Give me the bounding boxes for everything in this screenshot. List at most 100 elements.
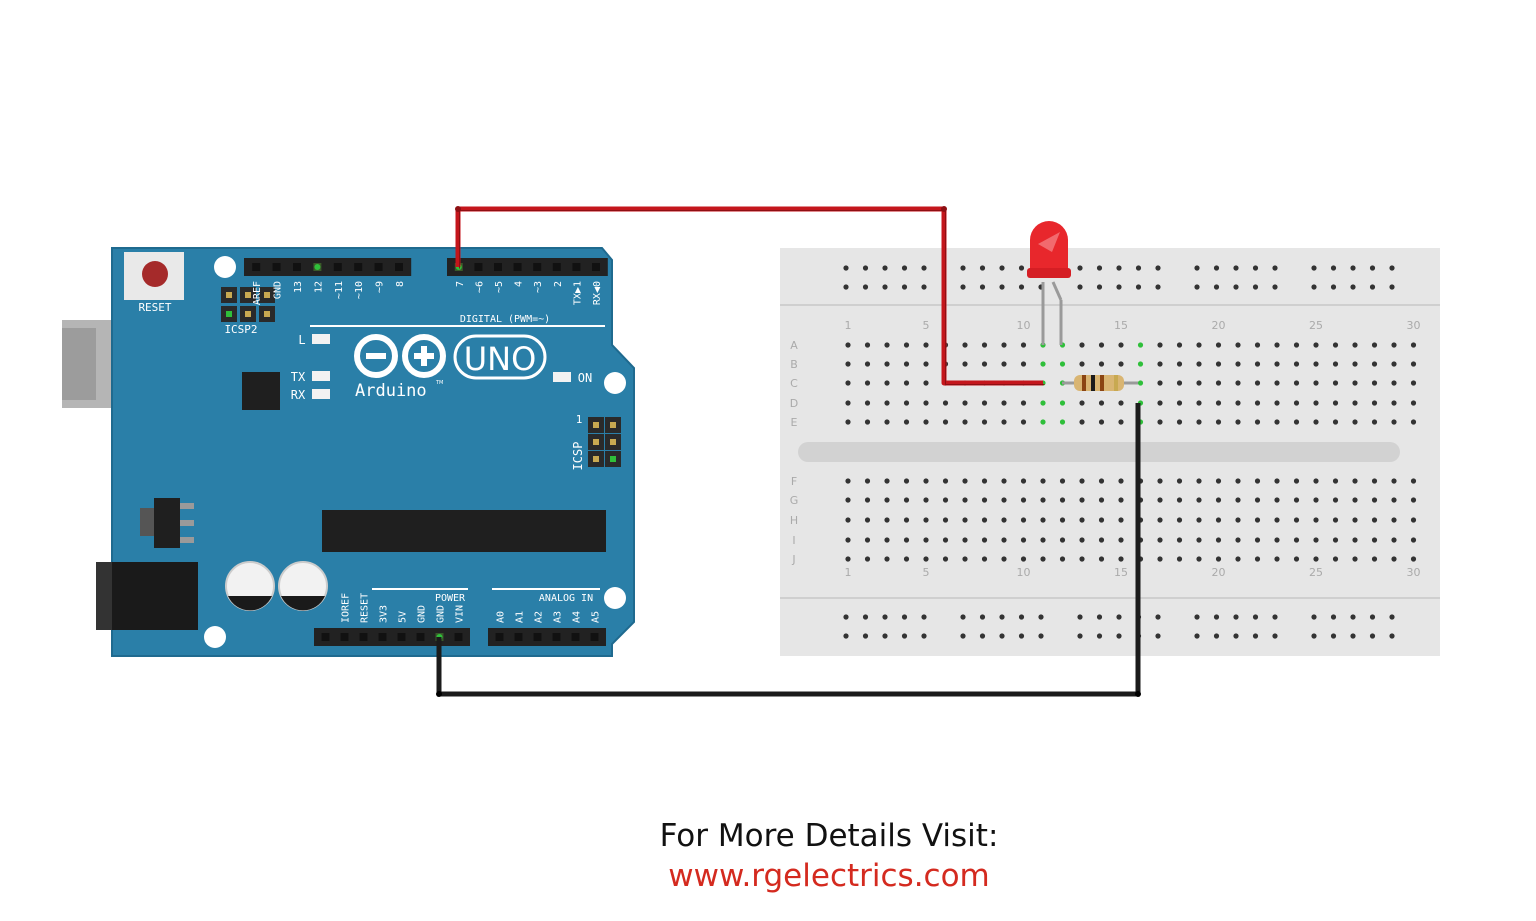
breadboard-hole bbox=[1293, 497, 1300, 503]
reset-button-cap[interactable] bbox=[142, 261, 168, 287]
resistor-body bbox=[1074, 375, 1124, 391]
breadboard-hole bbox=[1274, 419, 1280, 425]
header-pin[interactable] bbox=[252, 263, 261, 271]
breadboard-hole bbox=[1371, 419, 1378, 425]
breadboard-hole bbox=[942, 478, 949, 484]
row-label: F bbox=[791, 475, 797, 488]
rail-hole bbox=[1369, 633, 1376, 639]
icsp-pin[interactable] bbox=[593, 439, 599, 445]
breadboard-hole bbox=[981, 361, 988, 367]
breadboard-hole bbox=[1235, 342, 1241, 348]
usb-chip bbox=[242, 372, 280, 410]
breadboard-hole bbox=[942, 497, 949, 503]
header-pin[interactable] bbox=[474, 263, 483, 271]
breadboard-hole bbox=[942, 537, 949, 543]
header-pin[interactable] bbox=[552, 263, 561, 271]
header-pin[interactable] bbox=[513, 263, 522, 271]
breadboard-hole bbox=[1137, 342, 1144, 348]
header-pin[interactable] bbox=[378, 633, 387, 641]
board-pcb bbox=[111, 247, 635, 657]
header-pin[interactable] bbox=[533, 263, 542, 271]
icsp-pin[interactable] bbox=[610, 422, 616, 428]
header-pin[interactable] bbox=[354, 263, 363, 271]
rail-hole bbox=[882, 284, 888, 290]
header-pin[interactable] bbox=[293, 263, 301, 271]
breadboard-hole bbox=[1410, 556, 1417, 562]
breadboard-hole bbox=[903, 478, 910, 484]
header-pin[interactable] bbox=[494, 263, 502, 271]
regulator-pin bbox=[180, 537, 194, 543]
rail-hole bbox=[1077, 284, 1083, 290]
rail-hole bbox=[960, 614, 966, 620]
rail-hole bbox=[901, 633, 908, 639]
breadboard-hole bbox=[1040, 497, 1046, 503]
breadboard-hole bbox=[845, 342, 851, 348]
header-pin[interactable] bbox=[416, 633, 425, 641]
led-flange bbox=[1027, 268, 1071, 278]
rail-hole bbox=[1350, 284, 1356, 290]
icsp-pin[interactable] bbox=[245, 311, 251, 317]
logo-minus bbox=[366, 353, 386, 359]
breadboard-hole bbox=[1410, 361, 1417, 367]
breadboard-hole bbox=[1391, 537, 1397, 543]
breadboard-hole bbox=[1215, 380, 1222, 386]
footer-website-link[interactable]: www.rgelectrics.com bbox=[668, 858, 990, 894]
rail-hole bbox=[1077, 614, 1083, 620]
header-pin[interactable] bbox=[395, 263, 403, 271]
icsp-pin[interactable] bbox=[610, 439, 616, 445]
signal-wire-end bbox=[455, 206, 461, 212]
pin-label: 5V bbox=[398, 611, 409, 623]
breadboard-hole bbox=[884, 400, 890, 406]
icsp2-label: ICSP2 bbox=[224, 323, 257, 336]
header-pin[interactable] bbox=[533, 633, 542, 641]
header-pin[interactable] bbox=[321, 633, 330, 641]
footer-website[interactable]: www.rgelectrics.com bbox=[0, 858, 1536, 894]
icsp-pin[interactable] bbox=[264, 292, 270, 298]
breadboard-hole bbox=[1352, 517, 1358, 523]
header-pin[interactable] bbox=[514, 633, 523, 641]
rail-hole bbox=[843, 614, 849, 620]
breadboard-hole bbox=[962, 342, 968, 348]
header-pin[interactable] bbox=[272, 263, 281, 271]
breadboard-hole bbox=[1293, 361, 1300, 367]
header-pin[interactable] bbox=[374, 263, 383, 271]
breadboard-hole bbox=[1235, 478, 1241, 484]
header-pin[interactable] bbox=[340, 633, 349, 641]
breadboard-hole bbox=[1332, 380, 1339, 386]
rail-hole bbox=[1252, 284, 1259, 290]
resistor-band bbox=[1082, 375, 1086, 391]
header-pin[interactable] bbox=[590, 633, 599, 641]
header-pin[interactable] bbox=[572, 263, 581, 271]
column-number: 30 bbox=[1407, 319, 1421, 332]
header-pin[interactable] bbox=[333, 263, 342, 271]
header-pin[interactable] bbox=[495, 633, 504, 641]
breadboard-hole bbox=[1391, 361, 1397, 367]
breadboard-hole bbox=[1410, 537, 1417, 543]
breadboard-hole bbox=[1118, 497, 1124, 503]
rail-hole bbox=[979, 284, 986, 290]
header-pin[interactable] bbox=[454, 633, 463, 641]
breadboard-hole bbox=[923, 419, 929, 425]
icsp-pin[interactable] bbox=[593, 456, 599, 462]
breadboard-hole bbox=[1293, 342, 1300, 348]
icsp-pin[interactable] bbox=[264, 311, 270, 317]
breadboard-hole bbox=[923, 537, 929, 543]
header-pin[interactable] bbox=[359, 633, 368, 641]
header-pin[interactable] bbox=[592, 263, 600, 271]
icsp-pin[interactable] bbox=[226, 292, 232, 298]
icsp-pin[interactable] bbox=[593, 422, 599, 428]
header-pin[interactable] bbox=[397, 633, 406, 641]
breadboard-hole bbox=[1293, 556, 1300, 562]
logo-plus-v bbox=[421, 346, 427, 366]
header-pin[interactable] bbox=[571, 633, 580, 641]
icsp-pin[interactable] bbox=[245, 292, 251, 298]
header-pin[interactable] bbox=[552, 633, 561, 641]
breadboard-hole bbox=[1079, 537, 1085, 543]
logo-left-loop bbox=[354, 334, 398, 378]
icsp-pin[interactable] bbox=[226, 311, 232, 317]
breadboard-hole bbox=[1371, 478, 1378, 484]
breadboard-hole bbox=[1371, 361, 1378, 367]
icsp-pin[interactable] bbox=[610, 456, 616, 462]
breadboard-hole bbox=[1196, 497, 1202, 503]
rail-hole bbox=[1252, 265, 1259, 271]
